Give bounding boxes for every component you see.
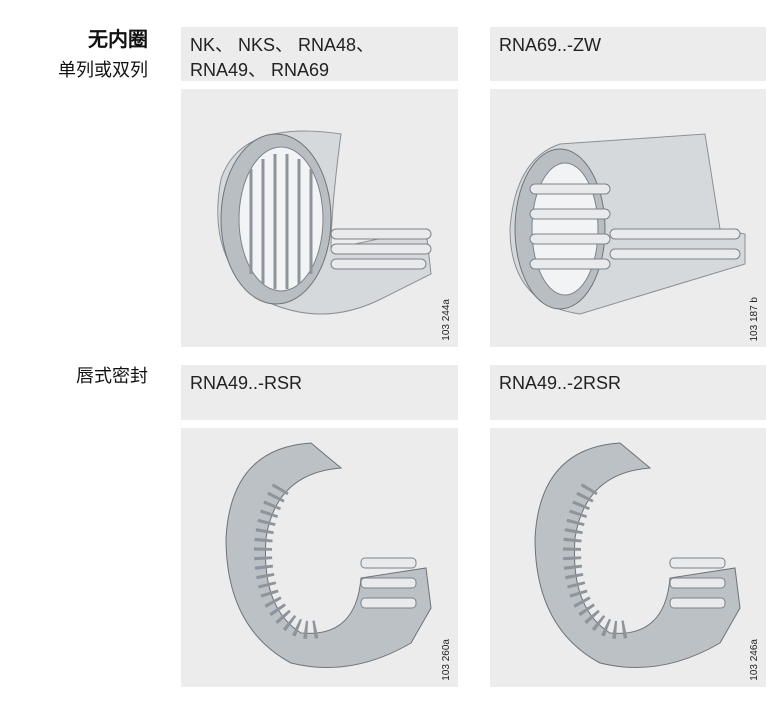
heading-line: RNA49、 RNA69 [190,60,330,80]
section-subtitle-single-double-row: 单列或双列 [58,60,148,81]
heading-line: NK、 NKS、 RNA48、 [190,35,375,55]
bearing-image-rna49-2rsr: 103 246a [490,428,766,687]
figure-code: 103 246a [749,639,760,681]
panel-heading-nk: NK、 NKS、 RNA48、 RNA49、 RNA69 [181,27,458,81]
bearing-illustration [509,133,746,315]
panel-heading-rna49-2rsr: RNA49..-2RSR [490,365,766,420]
bearing-illustration [217,130,432,315]
section-title-lip-seal: 唇式密封 [76,366,148,387]
bearing-illustration [225,442,432,668]
figure-code: 103 187 b [749,296,760,342]
bearing-image-rna69-zw: 103 187 b [490,89,766,347]
figure-code: 103 260a [441,639,452,681]
panel-heading-rna69-zw: RNA69..-ZW [490,27,766,81]
bearing-image-nk: 103 244a [181,89,458,347]
section-title-no-inner-ring: 无内圈 [88,27,148,51]
panel-heading-rna49-rsr: RNA49..-RSR [181,365,458,420]
bearing-illustration [534,442,741,668]
figure-code: 103 244a [441,299,452,341]
bearing-image-rna49-rsr: 103 260a [181,428,458,687]
